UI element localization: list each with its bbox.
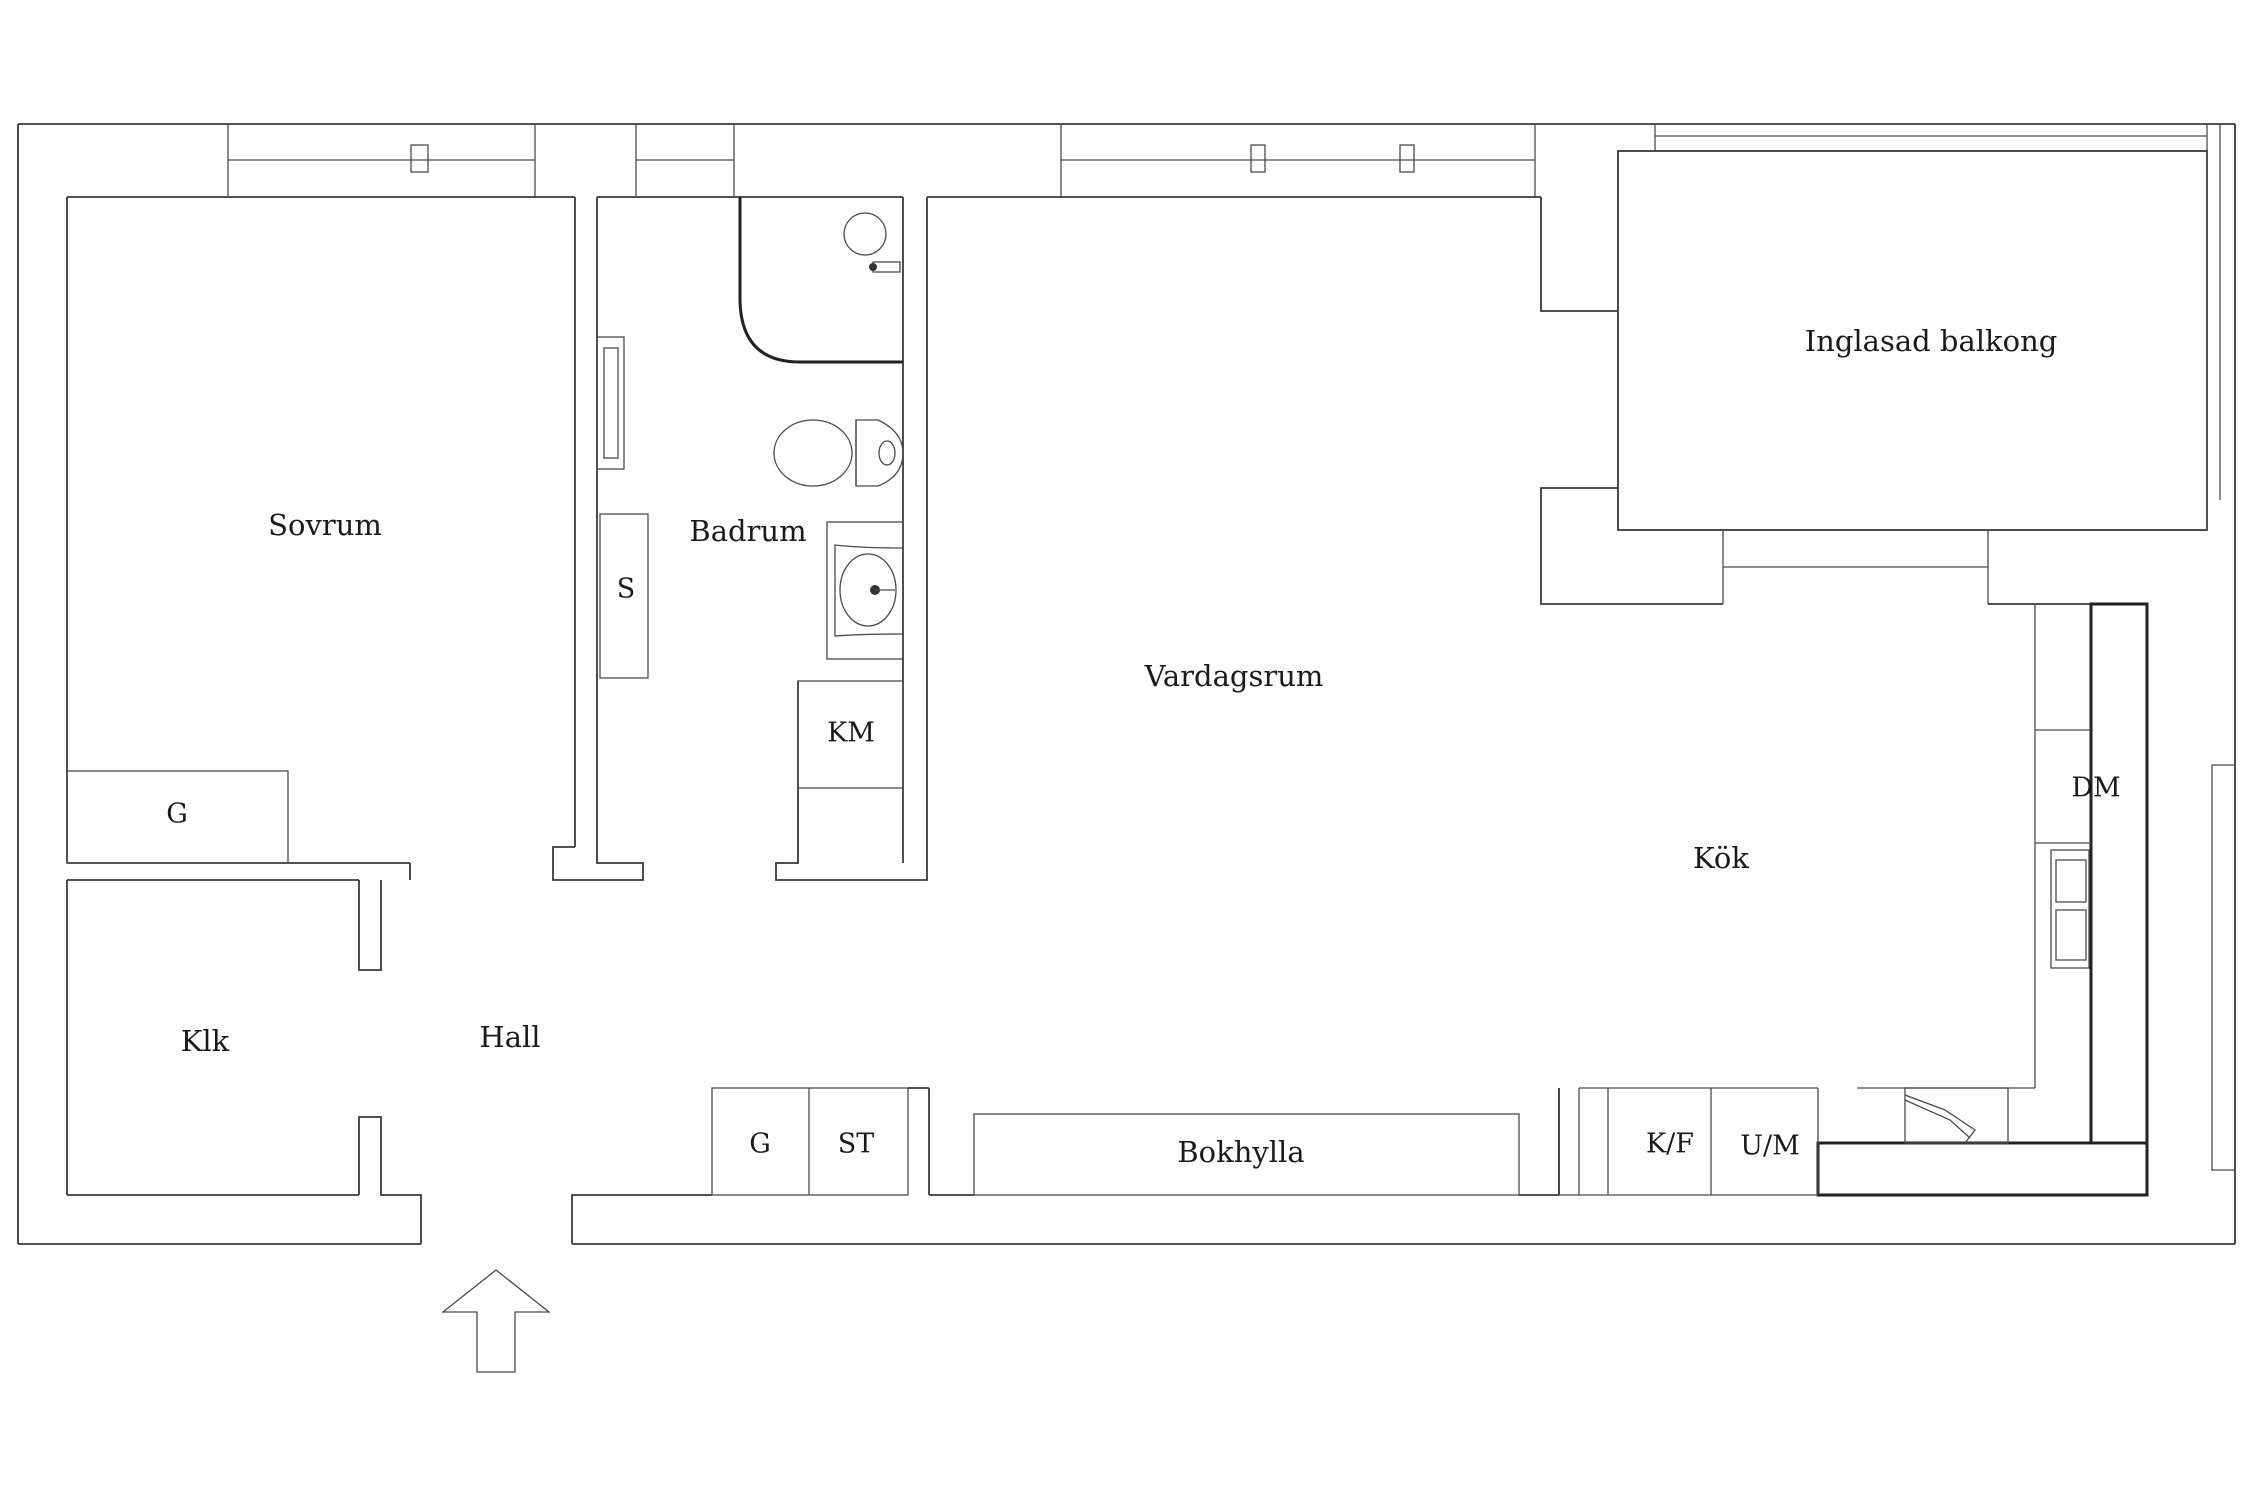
fixture-label-dm: DM xyxy=(2071,773,2120,804)
living-walls xyxy=(927,124,2221,605)
room-label-vardagsrum: Vardagsrum xyxy=(1144,659,1324,693)
room-label-badrum: Badrum xyxy=(689,514,806,548)
room-label-kok: Kök xyxy=(1693,841,1749,875)
fixture-label-st: ST xyxy=(838,1129,875,1160)
room-label-inglasad-balkong: Inglasad balkong xyxy=(1805,324,2058,358)
fixture-label-g-bedroom: G xyxy=(166,799,188,830)
bathroom-walls xyxy=(596,196,928,881)
outer-walls xyxy=(17,123,2236,1245)
bedroom-walls xyxy=(66,196,576,881)
room-label-sovrum: Sovrum xyxy=(268,508,382,542)
arrow-up-icon xyxy=(441,1269,551,1373)
fixture-label-kf: K/F xyxy=(1646,1129,1694,1160)
kitchen-counter xyxy=(1558,602,2149,1197)
hall-partition xyxy=(552,197,644,881)
fixture-label-km: KM xyxy=(827,718,875,749)
room-label-hall: Hall xyxy=(479,1020,540,1054)
fixture-label-s: S xyxy=(617,574,636,605)
fixture-label-bokhylla: Bokhylla xyxy=(1177,1135,1304,1169)
fixture-label-um: U/M xyxy=(1740,1131,1800,1162)
top-windows xyxy=(227,124,1536,197)
room-label-klk: Klk xyxy=(181,1024,230,1058)
fixture-label-g-hall: G xyxy=(749,1129,771,1160)
hall-walls xyxy=(66,880,1560,1244)
